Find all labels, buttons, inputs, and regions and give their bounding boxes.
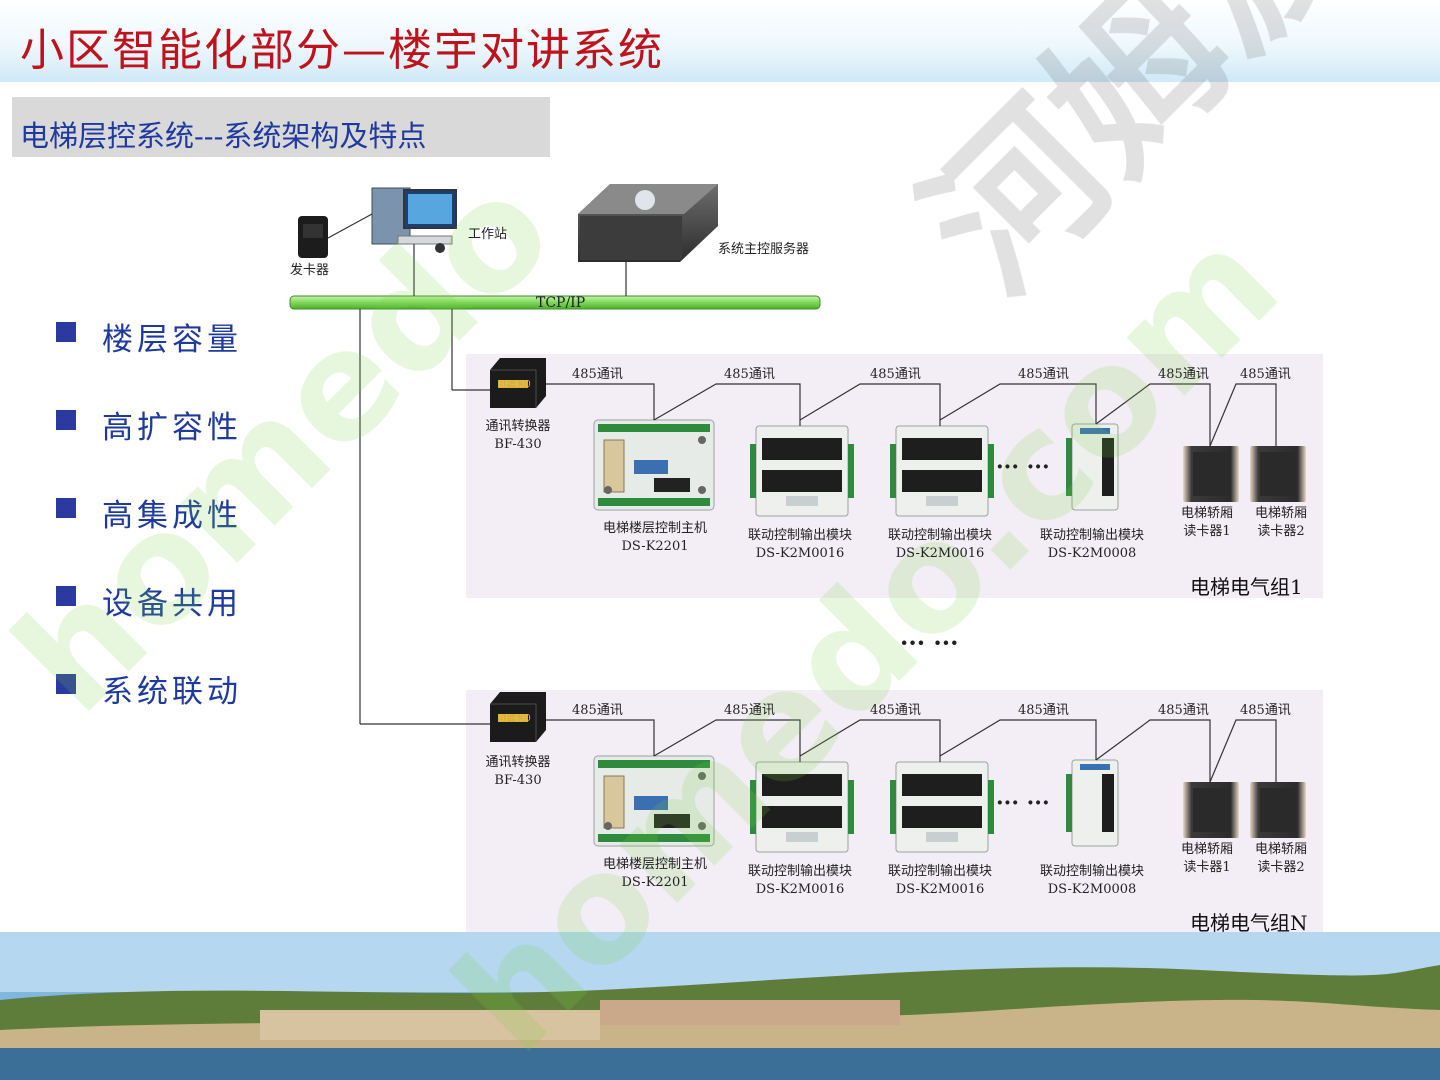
- comm-label: 485通讯: [1158, 703, 1209, 718]
- feature-label: 系统联动: [102, 674, 242, 710]
- card-issuer-icon: [298, 216, 328, 258]
- square-bullet-icon: [56, 674, 76, 694]
- subtitle-box: [12, 97, 550, 157]
- controller-label: 电梯楼层控制主机 DS-K2201: [590, 856, 720, 892]
- converter-model: BF-430: [494, 437, 542, 452]
- comm-label: 485通讯: [724, 703, 775, 718]
- comm-label: 485通讯: [572, 367, 623, 382]
- module-name: 联动控制输出模块: [1039, 528, 1144, 543]
- controller-name: 电梯楼层控制主机: [602, 857, 707, 872]
- comm-label: 485通讯: [1240, 703, 1291, 718]
- tcpip-bus: [289, 295, 821, 310]
- controller-model: DS-K2201: [621, 875, 689, 890]
- reader-name: 电梯轿厢: [1180, 842, 1233, 857]
- module-model: DS-K2M0008: [1047, 546, 1137, 561]
- converter-label: 通讯转换器 BF-430: [476, 418, 560, 454]
- feature-label: 高扩容性: [102, 410, 242, 446]
- converter-name: 通讯转换器: [485, 419, 551, 434]
- reader-label: 电梯轿厢 读卡器2: [1246, 505, 1316, 541]
- module-label: 联动控制输出模块 DS-K2M0016: [878, 527, 1002, 563]
- server-label: 系统主控服务器: [718, 242, 810, 257]
- controller-name: 电梯楼层控制主机: [602, 521, 707, 536]
- module-name: 联动控制输出模块: [747, 864, 852, 879]
- square-bullet-icon: [56, 586, 76, 606]
- comm-label: 485通讯: [572, 703, 623, 718]
- reader-label: 电梯轿厢 读卡器1: [1172, 505, 1242, 541]
- workstation-label: 工作站: [468, 227, 508, 242]
- converter-tag: BF-430: [498, 380, 531, 390]
- reader-id: 读卡器1: [1183, 860, 1231, 875]
- reader-id: 读卡器2: [1257, 860, 1305, 875]
- feature-label: 高集成性: [102, 498, 242, 534]
- comm-label: 485通讯: [870, 367, 921, 382]
- square-bullet-icon: [56, 322, 76, 342]
- page-title: 小区智能化部分—楼宇对讲系统: [20, 25, 664, 76]
- module-model: DS-K2M0016: [755, 882, 845, 897]
- module-label: 联动控制输出模块 DS-K2M0008: [1030, 527, 1154, 563]
- reader-id: 读卡器1: [1183, 524, 1231, 539]
- elevator-group-1-devices: [489, 357, 1306, 517]
- comm-label: 485通讯: [1018, 703, 1069, 718]
- workstation-icon: [371, 187, 457, 253]
- comm-label: 485通讯: [1158, 367, 1209, 382]
- square-bullet-icon: [56, 498, 76, 518]
- converter-label: 通讯转换器 BF-430: [476, 754, 560, 790]
- ellipsis: ··· ···: [900, 628, 959, 657]
- elevator-group-n-devices: [489, 691, 1306, 853]
- module-model: DS-K2M0016: [755, 546, 845, 561]
- comm-label: 485通讯: [1240, 367, 1291, 382]
- landscape-banner: [0, 932, 1440, 1080]
- group-name: 电梯电气组N: [1190, 911, 1308, 935]
- module-label: 联动控制输出模块 DS-K2M0008: [1030, 863, 1154, 899]
- subtitle: 电梯层控系统---系统架构及特点: [20, 119, 427, 153]
- reader-id: 读卡器2: [1257, 524, 1305, 539]
- module-model: DS-K2M0016: [895, 882, 985, 897]
- feature-label: 楼层容量: [102, 322, 242, 358]
- square-bullet-icon: [56, 410, 76, 430]
- module-model: DS-K2M0008: [1047, 882, 1137, 897]
- reader-label: 电梯轿厢 读卡器1: [1172, 841, 1242, 877]
- group-name: 电梯电气组1: [1190, 575, 1303, 599]
- reader-name: 电梯轿厢: [1254, 842, 1307, 857]
- controller-label: 电梯楼层控制主机 DS-K2201: [590, 520, 720, 556]
- reader-label: 电梯轿厢 读卡器2: [1246, 841, 1316, 877]
- feature-label: 设备共用: [102, 586, 242, 622]
- module-name: 联动控制输出模块: [887, 864, 992, 879]
- converter-model: BF-430: [494, 773, 542, 788]
- module-name: 联动控制输出模块: [1039, 864, 1144, 879]
- module-label: 联动控制输出模块 DS-K2M0016: [878, 863, 1002, 899]
- comm-label: 485通讯: [870, 703, 921, 718]
- module-name: 联动控制输出模块: [747, 528, 852, 543]
- comm-label: 485通讯: [1018, 367, 1069, 382]
- converter-tag: BF-430: [498, 714, 531, 724]
- server-icon: [578, 184, 718, 262]
- module-name: 联动控制输出模块: [887, 528, 992, 543]
- title-band: [0, 0, 1440, 82]
- reader-name: 电梯轿厢: [1180, 506, 1233, 521]
- ellipsis: ··· ···: [996, 454, 1050, 480]
- module-model: DS-K2M0016: [895, 546, 985, 561]
- converter-name: 通讯转换器: [485, 755, 551, 770]
- module-label: 联动控制输出模块 DS-K2M0016: [738, 863, 862, 899]
- bus-label: TCP/IP: [536, 295, 586, 311]
- controller-model: DS-K2201: [621, 539, 689, 554]
- ellipsis: ··· ···: [996, 790, 1050, 816]
- card-issuer-label: 发卡器: [290, 263, 330, 278]
- reader-name: 电梯轿厢: [1254, 506, 1307, 521]
- module-label: 联动控制输出模块 DS-K2M0016: [738, 527, 862, 563]
- comm-label: 485通讯: [724, 367, 775, 382]
